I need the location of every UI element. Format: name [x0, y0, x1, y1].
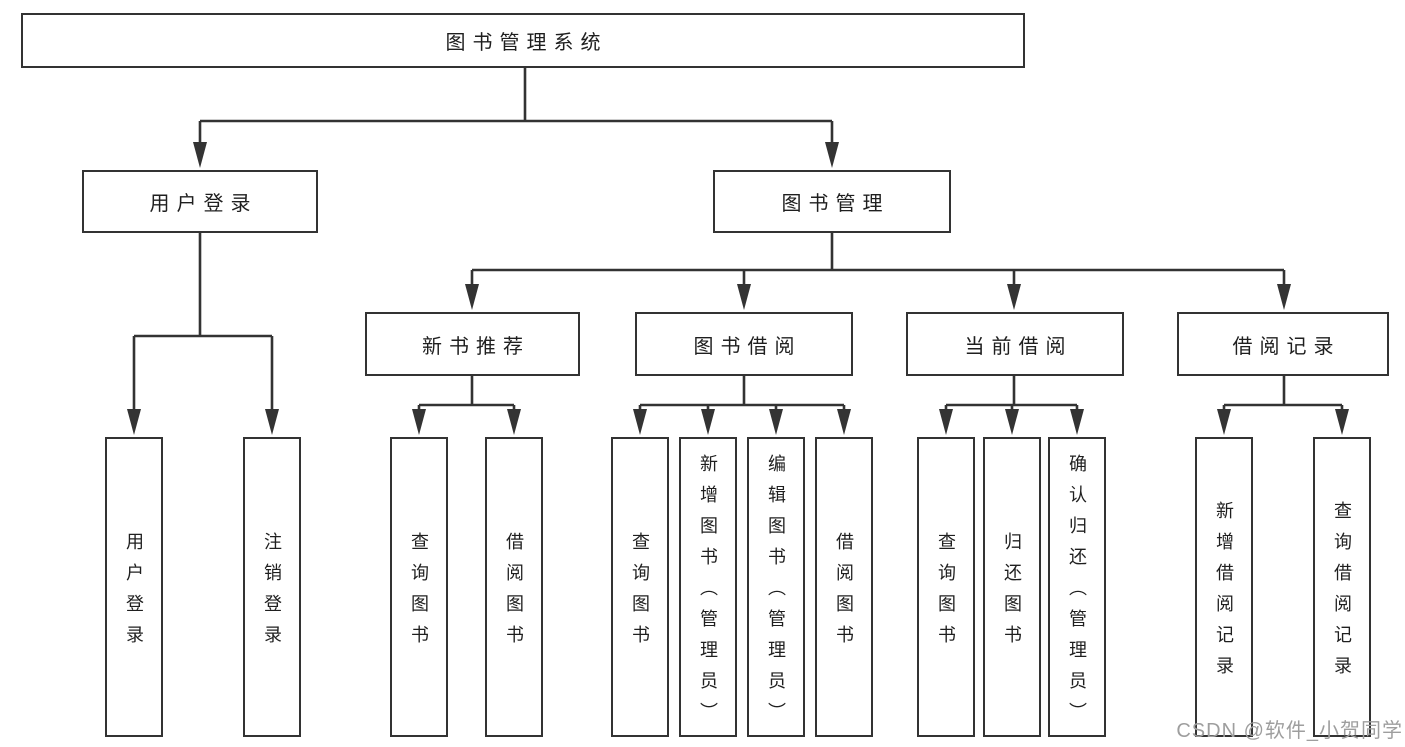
leaf-confirm-return-admin: 确认归还（管理员）: [1048, 437, 1106, 737]
arrow-down-icon: [825, 142, 839, 168]
node-new-book-recommendation: 新书推荐: [365, 312, 580, 376]
leaf-query-borrow-record: 查询借阅记录: [1313, 437, 1371, 737]
arrow-down-icon: [939, 409, 953, 435]
leaf-query-borrow-record-label: 查询借阅记录: [1332, 500, 1352, 687]
leaf-user-login: 用户登录: [105, 437, 163, 737]
leaf-edit-books-admin-label: 编辑图书（管理员）: [766, 454, 786, 733]
arrow-down-icon: [465, 284, 479, 310]
leaf-borrow-query-books: 查询图书: [611, 437, 669, 737]
connector-book-borrow-to-leaves: [633, 376, 851, 435]
leaf-logout: 注销登录: [243, 437, 301, 737]
connector-book-management-to-level3: [465, 233, 1291, 310]
arrow-down-icon: [1005, 409, 1019, 435]
arrow-down-icon: [507, 409, 521, 435]
leaf-add-books-admin: 新增图书（管理员）: [679, 437, 737, 737]
arrow-down-icon: [837, 409, 851, 435]
arrow-down-icon: [412, 409, 426, 435]
leaf-current-query-books: 查询图书: [917, 437, 975, 737]
leaf-logout-label: 注销登录: [262, 531, 282, 656]
leaf-edit-books-admin: 编辑图书（管理员）: [747, 437, 805, 737]
node-current-borrowing-label: 当前借阅: [964, 335, 1073, 358]
arrow-down-icon: [769, 409, 783, 435]
leaf-current-query-books-label: 查询图书: [936, 531, 956, 656]
leaf-borrow-books-label: 借阅图书: [834, 531, 854, 656]
node-root-label: 图书管理系统: [445, 32, 608, 54]
arrow-down-icon: [1277, 284, 1291, 310]
node-book-borrowing: 图书借阅: [635, 312, 853, 376]
leaf-add-borrow-record-label: 新增借阅记录: [1214, 500, 1234, 687]
leaf-rec-borrow-books: 借阅图书: [485, 437, 543, 737]
node-user-login: 用户登录: [82, 170, 318, 233]
node-root: 图书管理系统: [21, 13, 1025, 68]
arrow-down-icon: [127, 409, 141, 435]
leaf-return-books: 归还图书: [983, 437, 1041, 737]
arrow-down-icon: [1335, 409, 1349, 435]
leaf-borrow-query-books-label: 查询图书: [630, 531, 650, 656]
node-book-borrowing-label: 图书借阅: [693, 335, 802, 358]
node-borrowing-records: 借阅记录: [1177, 312, 1389, 376]
leaf-rec-query-books: 查询图书: [390, 437, 448, 737]
arrow-down-icon: [1007, 284, 1021, 310]
connector-new-book-rec-to-leaves: [412, 376, 521, 435]
arrow-down-icon: [193, 142, 207, 168]
leaf-borrow-books: 借阅图书: [815, 437, 873, 737]
watermark: CSDN @软件_小贺同学: [1176, 720, 1403, 742]
leaf-add-borrow-record: 新增借阅记录: [1195, 437, 1253, 737]
node-borrowing-records-label: 借阅记录: [1232, 335, 1341, 358]
connector-user-login-to-leaves: [127, 233, 279, 435]
leaf-rec-query-books-label: 查询图书: [409, 531, 429, 656]
arrow-down-icon: [265, 409, 279, 435]
node-new-book-recommendation-label: 新书推荐: [422, 335, 530, 358]
leaf-rec-borrow-books-label: 借阅图书: [504, 531, 524, 656]
node-book-management-label: 图书管理: [781, 193, 890, 215]
node-book-management: 图书管理: [713, 170, 951, 233]
leaf-add-books-admin-label: 新增图书（管理员）: [698, 454, 718, 733]
arrow-down-icon: [737, 284, 751, 310]
connector-current-borrow-to-leaves: [939, 376, 1084, 435]
connector-root-to-level2: [193, 68, 839, 168]
arrow-down-icon: [1070, 409, 1084, 435]
leaf-confirm-return-admin-label: 确认归还（管理员）: [1067, 454, 1087, 733]
node-current-borrowing: 当前借阅: [906, 312, 1124, 376]
connector-borrow-records-to-leaves: [1217, 376, 1349, 435]
arrow-down-icon: [633, 409, 647, 435]
leaf-user-login-label: 用户登录: [124, 531, 144, 656]
arrow-down-icon: [1217, 409, 1231, 435]
leaf-return-books-label: 归还图书: [1002, 531, 1022, 656]
node-user-login-label: 用户登录: [149, 193, 258, 215]
arrow-down-icon: [701, 409, 715, 435]
